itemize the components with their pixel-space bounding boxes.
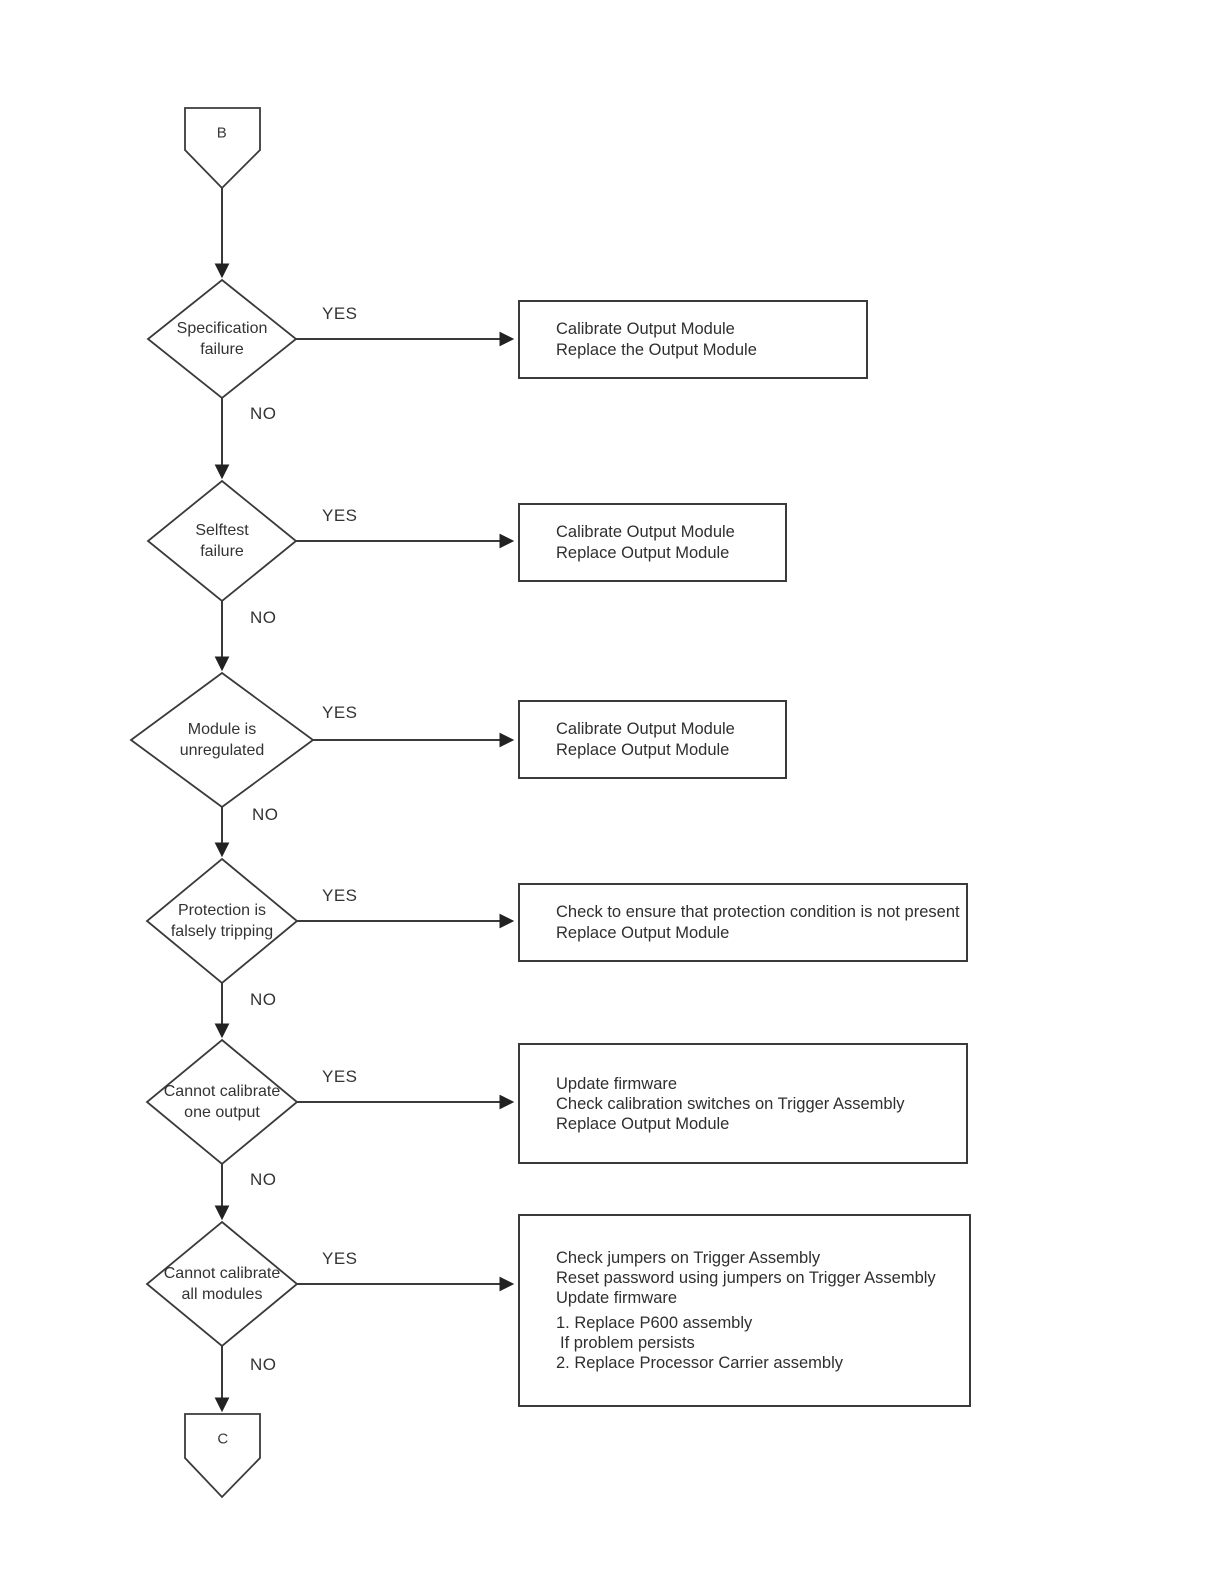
connector-b-shape: [184, 107, 261, 190]
decision-3-label: Module is unregulated: [179, 721, 265, 759]
yes-label-3: YES: [322, 703, 358, 722]
yes-label-6: YES: [322, 1249, 358, 1268]
action-box-3: Calibrate Output Module Replace Output M…: [518, 700, 787, 779]
action-box-1: Calibrate Output Module Replace the Outp…: [518, 300, 868, 379]
connector-b-label: B: [216, 124, 228, 142]
no-label-5: NO: [250, 1170, 277, 1189]
action-box-5: Update firmware Check calibration switch…: [518, 1043, 968, 1164]
decision-5-label: Cannot calibrate one output: [163, 1083, 281, 1121]
yes-label-5: YES: [322, 1067, 358, 1086]
yes-label-2: YES: [322, 506, 358, 525]
connector-c-label: C: [217, 1430, 229, 1448]
no-label-3: NO: [252, 805, 279, 824]
action-box-4: Check to ensure that protection conditio…: [518, 883, 968, 962]
no-label-2: NO: [250, 608, 277, 627]
decision-6-label: Cannot calibrate all modules: [163, 1265, 281, 1303]
connector-c-shape: [184, 1413, 261, 1499]
action-box-2: Calibrate Output Module Replace Output M…: [518, 503, 787, 582]
decision-2-label: Selftest failure: [195, 522, 249, 560]
no-label-1: NO: [250, 404, 277, 423]
no-label-6: NO: [250, 1355, 277, 1374]
decision-4-label: Protection is falsely tripping: [170, 902, 274, 940]
no-label-4: NO: [250, 990, 277, 1009]
decision-1-label: Specification failure: [176, 320, 268, 358]
yes-label-1: YES: [322, 304, 358, 323]
action-box-6: Check jumpers on Trigger Assembly Reset …: [518, 1214, 971, 1407]
yes-label-4: YES: [322, 886, 358, 905]
